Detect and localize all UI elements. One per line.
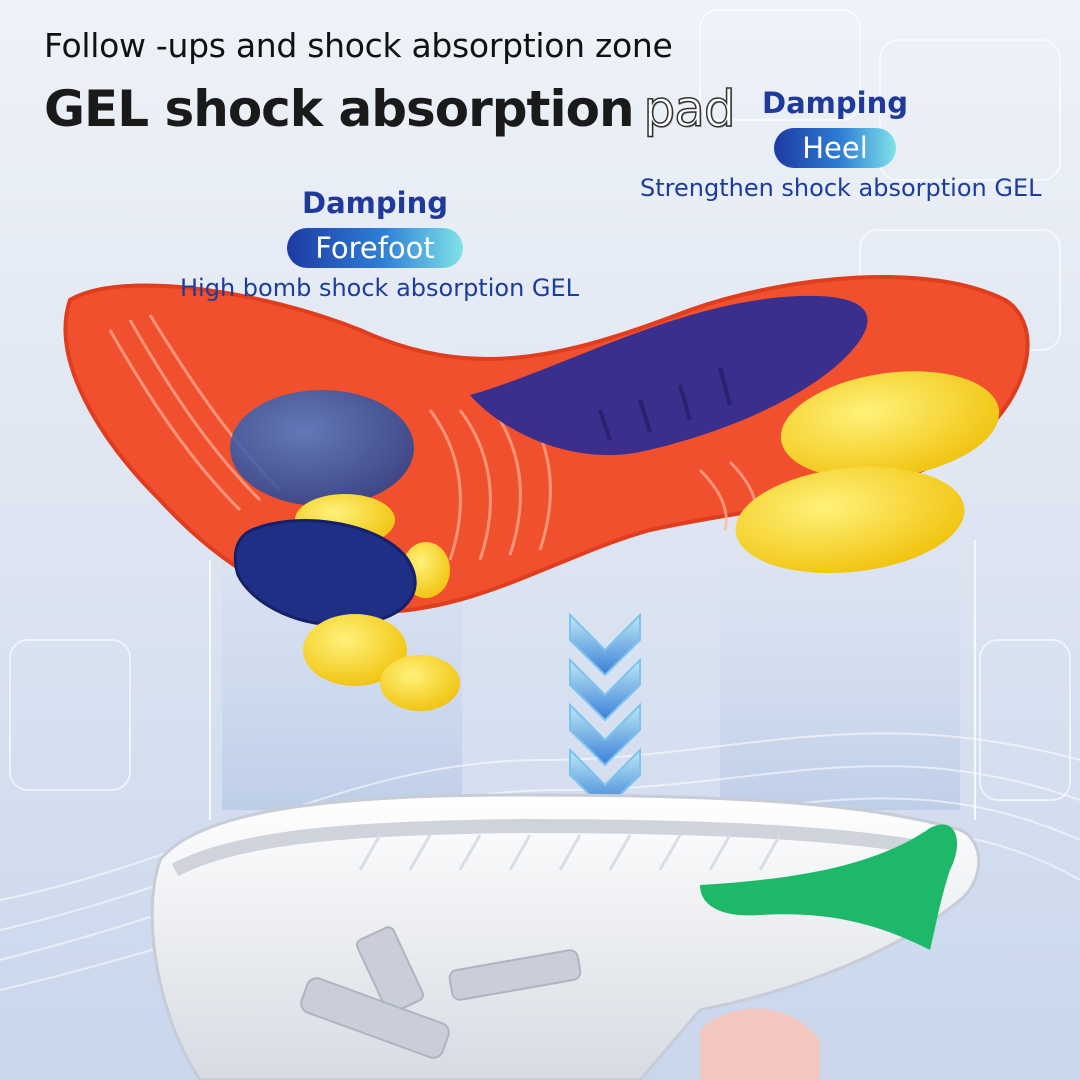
background-pattern [9, 9, 1071, 801]
floating-gel-pads [233, 494, 460, 711]
forefoot-heading: Damping [302, 186, 448, 220]
heel-heading: Damping [762, 86, 908, 120]
title-main: GEL shock absorption [44, 80, 635, 138]
down-arrows-icon [569, 612, 641, 812]
forefoot-tag: Forefoot [287, 228, 463, 268]
title-outline-word: pad [643, 79, 737, 139]
heel-zone-label: Damping Heel Strengthen shock absorption… [640, 86, 1042, 202]
heel-description: Strengthen shock absorption GEL [640, 174, 1042, 202]
forefoot-zone-label: Damping Forefoot High bomb shock absorpt… [180, 186, 580, 302]
subtitle: Follow -ups and shock absorption zone [44, 26, 673, 65]
sneaker [150, 793, 981, 1080]
forefoot-description: High bomb shock absorption GEL [180, 274, 580, 302]
heel-tag: Heel [774, 128, 896, 168]
